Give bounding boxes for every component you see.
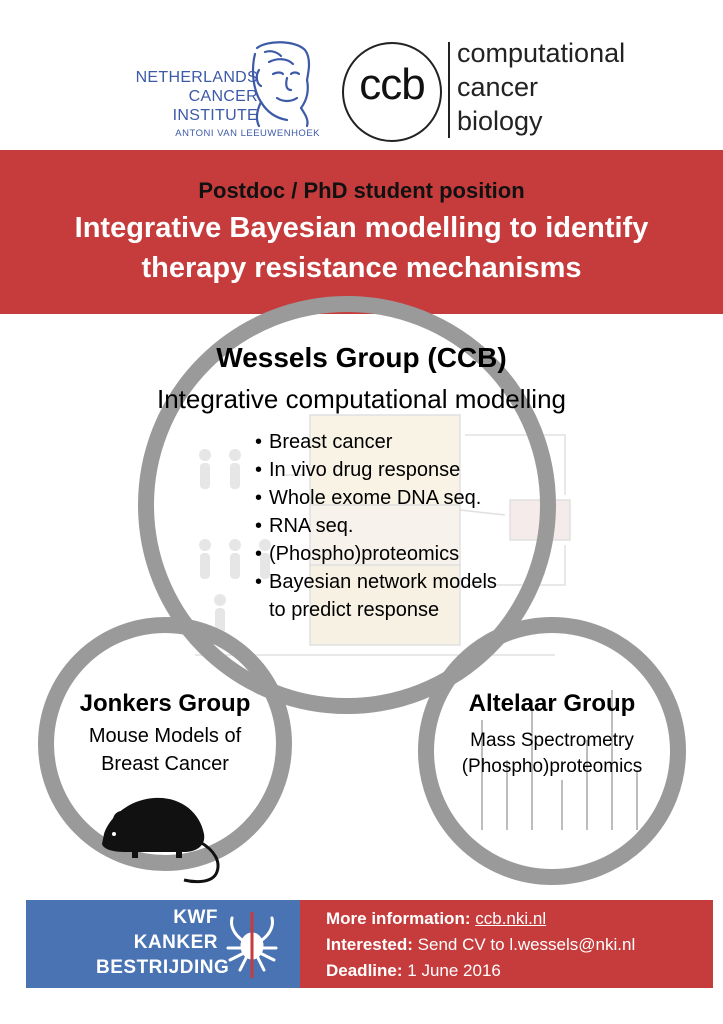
- leeuwenhoek-portrait-icon: [251, 41, 311, 128]
- ccb-logo-circle: [342, 42, 442, 142]
- jonkers-group-subtitle: Mouse Models of Breast Cancer: [38, 722, 292, 778]
- position-title-line-1: Integrative Bayesian modelling to identi…: [74, 212, 649, 244]
- ccb-logo-divider: [448, 42, 450, 138]
- position-title: Integrative Bayesian modelling to identi…: [10, 208, 713, 288]
- deadline-value: 1 June 2016: [407, 961, 501, 980]
- kwf-logo-text: KWF KANKER BESTRIJDING: [96, 905, 230, 980]
- ccb-logo-words: computational cancer biology: [457, 36, 625, 138]
- more-info-line: More information: ccb.nki.nl: [326, 906, 635, 932]
- nki-line-2: CANCER: [188, 88, 258, 105]
- ccb-word-3: biology: [457, 106, 543, 136]
- kwf-crab-icon: [226, 912, 278, 978]
- interested-value: Send CV to l.wessels@nki.nl: [417, 935, 636, 954]
- altelaar-line-2: (Phospho)proteomics: [461, 756, 643, 777]
- ccb-logo-letters: ccb: [359, 60, 425, 109]
- list-item: (Phospho)proteomics: [255, 540, 515, 568]
- position-kicker: Postdoc / PhD student position: [198, 178, 525, 203]
- kwf-line-3: BESTRIJDING: [96, 957, 230, 978]
- list-item: RNA seq.: [255, 512, 515, 540]
- jonkers-line-1: Mouse Models of: [88, 725, 242, 747]
- list-item: Breast cancer: [255, 428, 515, 456]
- jonkers-group-title: Jonkers Group: [79, 690, 251, 717]
- list-item: Bayesian network models to predict respo…: [255, 568, 515, 624]
- interested-label: Interested:: [326, 935, 413, 954]
- wessels-group-title: Wessels Group (CCB): [216, 342, 507, 373]
- interested-line: Interested: Send CV to l.wessels@nki.nl: [326, 932, 635, 958]
- deadline-line: Deadline: 1 June 2016: [326, 958, 635, 984]
- nki-logo-text: NETHERLANDS CANCER INSTITUTE: [118, 68, 258, 125]
- wessels-group-subtitle: Integrative computational modelling: [156, 384, 567, 414]
- nki-line-3: INSTITUTE: [172, 107, 258, 124]
- title-banner: [0, 150, 723, 314]
- kwf-line-1: KWF: [173, 907, 218, 928]
- position-title-line-2: therapy resistance mechanisms: [141, 252, 582, 284]
- wessels-bullet-list: Breast cancer In vivo drug response Whol…: [255, 428, 515, 624]
- altelaar-line-1: Mass Spectrometry: [470, 730, 634, 751]
- jonkers-line-2: Breast Cancer: [101, 753, 229, 775]
- altelaar-group-subtitle: Mass Spectrometry (Phospho)proteomics: [418, 728, 686, 780]
- more-info-link[interactable]: ccb.nki.nl: [475, 909, 547, 928]
- kwf-line-2: KANKER: [133, 932, 218, 953]
- mouse-icon: [102, 797, 220, 884]
- deadline-label: Deadline:: [326, 961, 403, 980]
- more-info-label: More information:: [326, 909, 471, 928]
- list-item: In vivo drug response: [255, 456, 515, 484]
- contact-info-panel: [300, 900, 713, 988]
- ccb-word-2: cancer: [457, 72, 539, 102]
- nki-logo-subtitle: ANTONI VAN LEEUWENHOEK: [175, 128, 320, 139]
- nki-line-1: NETHERLANDS: [135, 69, 258, 86]
- contact-info: More information: ccb.nki.nl Interested:…: [326, 906, 635, 984]
- altelaar-group-title: Altelaar Group: [468, 690, 636, 717]
- ccb-word-1: computational: [457, 38, 626, 68]
- list-item: Whole exome DNA seq.: [255, 484, 515, 512]
